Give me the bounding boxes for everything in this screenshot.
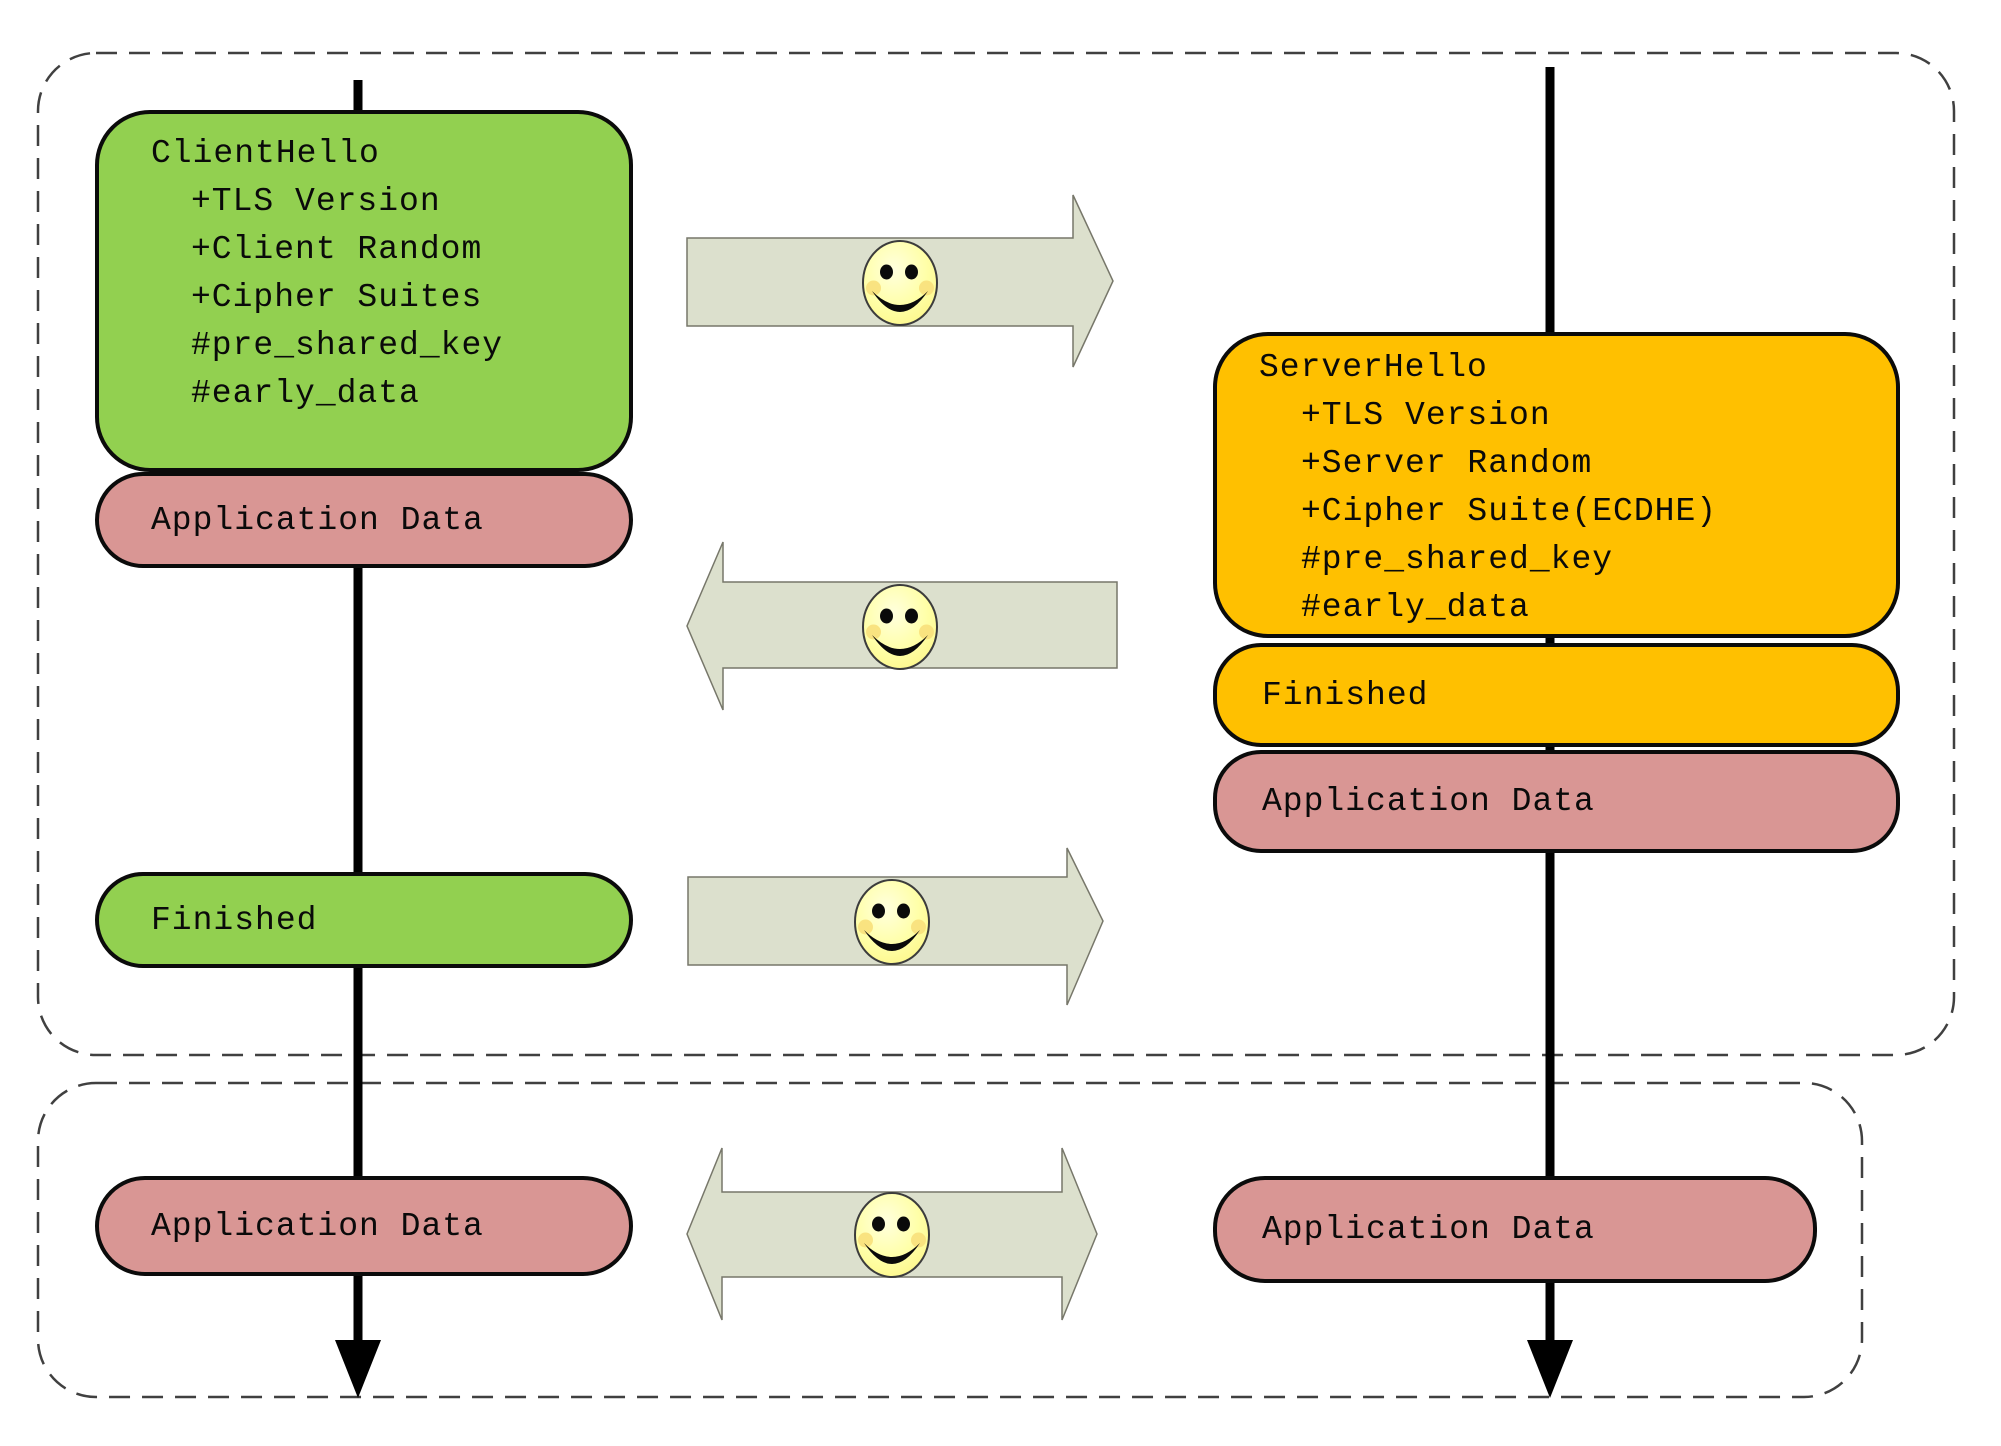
server-hello-item: +Cipher Suite(ECDHE) — [1301, 493, 1718, 530]
smiley-face-icon — [862, 240, 938, 326]
client-hello-title: ClientHello — [151, 135, 380, 172]
client-application-data-box-2: Application Data — [95, 1176, 633, 1276]
client-hello-item: +TLS Version — [191, 183, 441, 220]
handshake-phase-container — [36, 51, 1956, 1057]
client-hello-box: ClientHello +TLS Version +Client Random … — [95, 110, 633, 472]
server-hello-box: ServerHello +TLS Version +Server Random … — [1213, 332, 1900, 638]
client-application-data-box: Application Data — [95, 472, 633, 568]
client-finished-box: Finished — [95, 872, 633, 968]
server-application-data-label: Application Data — [1262, 783, 1595, 820]
smiley-face-icon — [854, 879, 930, 965]
server-hello-item: #pre_shared_key — [1301, 541, 1614, 578]
server-hello-items: +TLS Version +Server Random +Cipher Suit… — [1301, 392, 1896, 632]
application-phase-container — [36, 1081, 1864, 1399]
smiley-face-icon — [862, 584, 938, 670]
smiley-face-icon — [854, 1192, 930, 1278]
server-hello-item: +Server Random — [1301, 445, 1593, 482]
server-application-data-label-2: Application Data — [1262, 1211, 1595, 1248]
client-application-data-label-2: Application Data — [151, 1207, 484, 1245]
client-application-data-label: Application Data — [151, 501, 484, 539]
client-timeline-arrowhead-icon — [335, 1340, 381, 1398]
server-application-data-box: Application Data — [1213, 750, 1900, 853]
server-hello-item: +TLS Version — [1301, 397, 1551, 434]
client-hello-items: +TLS Version +Client Random +Cipher Suit… — [191, 178, 629, 418]
server-finished-box: Finished — [1213, 643, 1900, 747]
server-finished-label: Finished — [1262, 676, 1429, 714]
client-hello-item: #pre_shared_key — [191, 327, 504, 364]
server-hello-item: #early_data — [1301, 589, 1530, 626]
client-finished-label: Finished — [151, 901, 318, 939]
client-hello-item: #early_data — [191, 375, 420, 412]
server-timeline-arrowhead-icon — [1527, 1340, 1573, 1398]
server-hello-title: ServerHello — [1259, 349, 1488, 386]
client-hello-item: +Cipher Suites — [191, 279, 483, 316]
client-hello-item: +Client Random — [191, 231, 483, 268]
server-application-data-box-2: Application Data — [1213, 1176, 1817, 1283]
